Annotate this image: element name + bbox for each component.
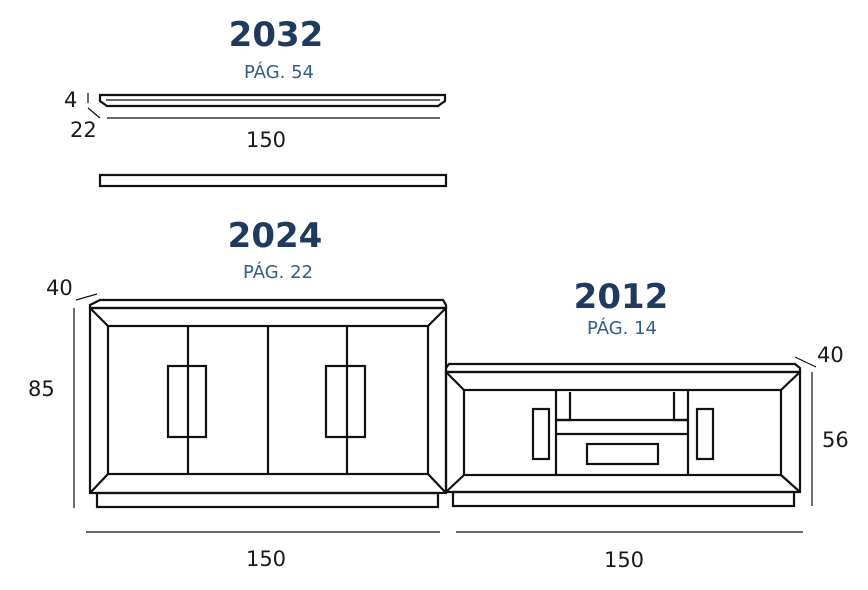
sideboard-plinth xyxy=(95,491,440,509)
depth-dimension-line xyxy=(794,356,817,368)
tv-unit-inner-panel xyxy=(462,388,783,477)
page-reference: PÁG. 22 xyxy=(243,261,313,283)
page-reference: PÁG. 14 xyxy=(587,317,657,339)
dimension-width: 150 xyxy=(246,547,286,571)
dimension-height: 85 xyxy=(28,377,55,401)
door-handle xyxy=(324,364,367,439)
sideboard-top xyxy=(88,298,448,310)
bevel-line xyxy=(445,371,465,391)
dimension-width: 150 xyxy=(246,128,286,152)
dimension-depth: 40 xyxy=(46,276,73,300)
bevel-line xyxy=(780,474,801,493)
product-code: 2032 xyxy=(229,15,324,55)
bevel-line xyxy=(445,474,465,493)
shelf-top-view xyxy=(98,93,447,108)
product-2012: 2012 PÁG. 14 40 56 150 xyxy=(444,277,849,572)
product-code: 2024 xyxy=(228,216,323,256)
tv-unit-plinth xyxy=(451,490,796,508)
dimension-depth: 22 xyxy=(70,118,97,142)
dimension-height: 4 xyxy=(64,88,77,112)
depth-dimension-line xyxy=(87,107,101,119)
product-2032: 2032 PÁG. 54 4 22 150 xyxy=(64,15,448,188)
depth-dimension-line xyxy=(75,293,98,301)
bevel-line xyxy=(89,473,109,494)
product-2024: 2024 PÁG. 22 40 85 150 xyxy=(28,216,448,571)
door-handle xyxy=(695,407,715,461)
bevel-line xyxy=(89,307,109,327)
dimension-depth: 40 xyxy=(817,343,844,367)
page-reference: PÁG. 54 xyxy=(244,61,314,83)
product-code: 2012 xyxy=(574,277,669,317)
drawer-handle xyxy=(585,442,660,466)
dimension-height: 56 xyxy=(822,428,849,452)
open-niche xyxy=(556,392,688,422)
shelf-front-view xyxy=(98,173,448,188)
tv-unit-top xyxy=(444,362,802,374)
door-handle xyxy=(166,364,208,439)
bevel-line xyxy=(780,371,801,391)
bevel-line xyxy=(427,307,447,327)
dimension-width: 150 xyxy=(604,548,644,572)
bevel-line xyxy=(427,473,447,494)
door-handle xyxy=(531,407,551,461)
